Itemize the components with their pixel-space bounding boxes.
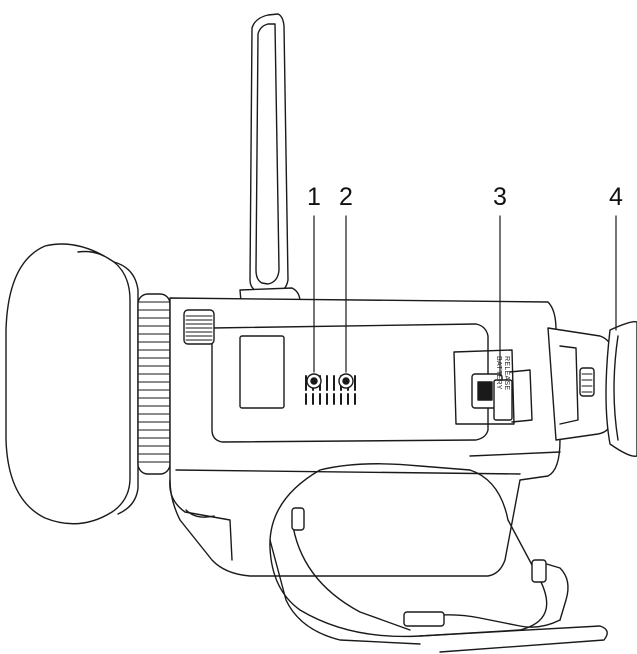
callout-2: 2 [339,183,353,211]
leader-lines [313,215,617,377]
grip-belt [269,463,608,653]
camera-body [169,297,561,577]
focus-ring [137,293,171,475]
callout-4: 4 [609,183,623,211]
eyecup [605,320,637,457]
callout-1: 1 [307,183,321,211]
viewfinder [547,327,613,441]
socket-1 [306,373,322,389]
lens-hood [5,243,139,525]
lcd-panel [239,13,301,315]
battery-release-label-line2: RELEASE [503,356,510,390]
callout-3: 3 [493,183,507,211]
battery-release-label-line1: BATTERY [495,356,502,390]
socket-2 [338,373,354,389]
battery-release-switch: BATTERY RELEASE [453,349,533,425]
